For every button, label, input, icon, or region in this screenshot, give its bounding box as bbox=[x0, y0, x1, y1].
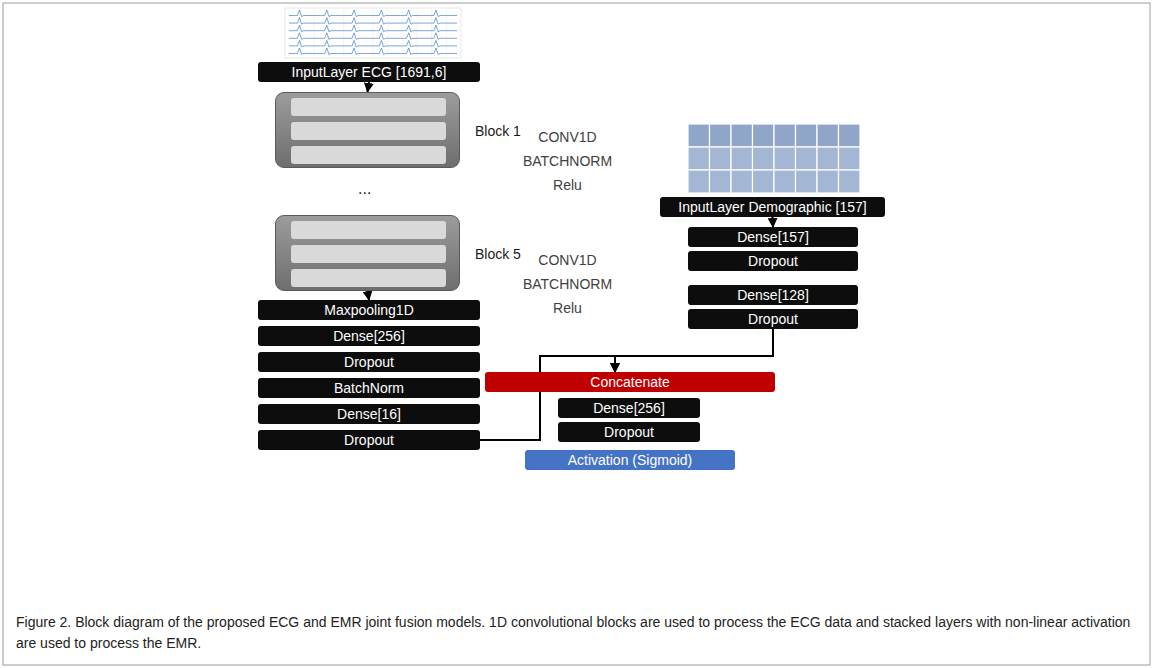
layer-box: Dropout bbox=[688, 251, 858, 271]
layer-name: CONV1D bbox=[538, 252, 596, 268]
layer-name: BATCHNORM bbox=[523, 153, 612, 169]
flow-arrow bbox=[368, 291, 370, 300]
flow-arrow bbox=[615, 329, 773, 372]
flow-arrow bbox=[368, 82, 370, 92]
figure-frame bbox=[3, 3, 1150, 665]
layer-box: Maxpooling1D bbox=[258, 300, 480, 320]
layer-name: Dense[16] bbox=[337, 406, 401, 422]
layer-box: Dense[256] bbox=[558, 398, 700, 418]
layer-name: InputLayer ECG [1691,6] bbox=[292, 64, 447, 80]
layer-box: BatchNorm bbox=[258, 378, 480, 398]
block-label: Block 5 bbox=[475, 246, 521, 262]
layer-box: InputLayer Demographic [157] bbox=[660, 197, 885, 217]
layer-name: Dropout bbox=[604, 424, 654, 440]
layer-name: Dense[256] bbox=[333, 328, 405, 344]
layer-name: Relu bbox=[553, 300, 582, 316]
layer-name: Relu bbox=[553, 177, 582, 193]
layer-name: Dense[256] bbox=[593, 400, 665, 416]
layer-name: Dense[128] bbox=[737, 287, 809, 303]
layer-box: Dropout bbox=[258, 352, 480, 372]
layer-box: Activation (Sigmoid) bbox=[525, 450, 735, 470]
layer-name: Dropout bbox=[344, 432, 394, 448]
layer-box: InputLayer ECG [1691,6] bbox=[258, 62, 480, 82]
layer-name: BATCHNORM bbox=[523, 276, 612, 292]
figure-caption: Figure 2. Block diagram of the proposed … bbox=[16, 612, 1131, 654]
ecg-plot-thumbnail bbox=[285, 8, 461, 58]
layer-op-box: CONV1D bbox=[291, 221, 446, 239]
layer-name: BatchNorm bbox=[334, 380, 404, 396]
flow-arrow bbox=[772, 217, 775, 227]
layer-name: Dropout bbox=[344, 354, 394, 370]
emr-table-thumbnail bbox=[688, 124, 860, 193]
layer-op-box: BATCHNORM bbox=[291, 245, 446, 263]
layer-box: Dense[256] bbox=[258, 326, 480, 346]
layer-box: Dropout bbox=[688, 309, 858, 329]
layer-op-box: CONV1D bbox=[291, 98, 446, 116]
layer-name: Dense[157] bbox=[737, 229, 809, 245]
conv-block: Block 5CONV1DBATCHNORMRelu bbox=[275, 215, 460, 291]
layer-op-box: Relu bbox=[291, 146, 446, 164]
layer-box: Dense[128] bbox=[688, 285, 858, 305]
layer-name: InputLayer Demographic [157] bbox=[678, 199, 866, 215]
layer-op-box: BATCHNORM bbox=[291, 122, 446, 140]
layer-box: Concatenate bbox=[485, 372, 775, 392]
layer-op-box: Relu bbox=[291, 269, 446, 287]
conv-block: Block 1CONV1DBATCHNORMRelu bbox=[275, 92, 460, 168]
layer-name: Activation (Sigmoid) bbox=[568, 452, 693, 468]
layer-name: Dropout bbox=[748, 253, 798, 269]
layer-box: Dropout bbox=[558, 422, 700, 442]
ellipsis-label: ... bbox=[358, 180, 371, 198]
layer-box: Dense[157] bbox=[688, 227, 858, 247]
layer-box: Dense[16] bbox=[258, 404, 480, 424]
block-label: Block 1 bbox=[475, 123, 521, 139]
layer-box: Dropout bbox=[258, 430, 480, 450]
layer-name: Dropout bbox=[748, 311, 798, 327]
layer-name: Maxpooling1D bbox=[324, 302, 414, 318]
layer-name: CONV1D bbox=[538, 129, 596, 145]
layer-name: Concatenate bbox=[590, 374, 669, 390]
